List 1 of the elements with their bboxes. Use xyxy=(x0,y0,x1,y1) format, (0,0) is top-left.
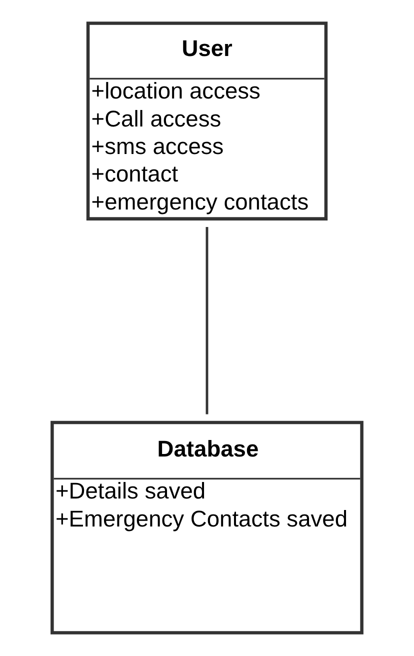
connector xyxy=(206,227,208,414)
